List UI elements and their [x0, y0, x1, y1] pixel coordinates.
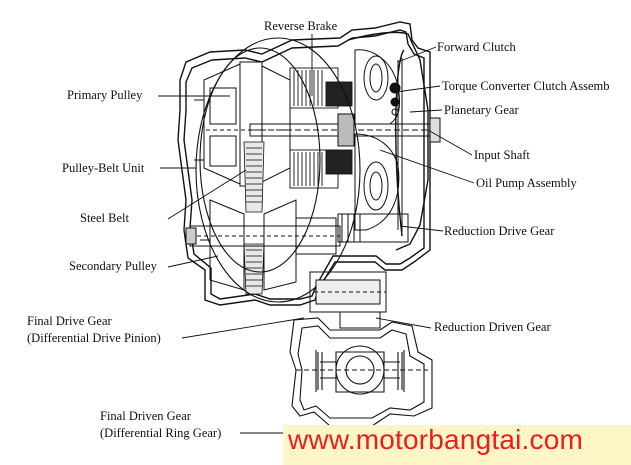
- label-final-drive-gear: Final Drive Gear: [27, 314, 112, 328]
- label-torque-converter-clutch: Torque Converter Clutch Assemb: [442, 79, 610, 93]
- label-forward-clutch: Forward Clutch: [437, 40, 516, 54]
- transmission-housing: [177, 21, 431, 306]
- leader-lines: [158, 34, 475, 434]
- watermark-background: [283, 425, 631, 465]
- label-oil-pump-assembly: Oil Pump Assembly: [476, 176, 577, 190]
- reduction-gears: [309, 213, 409, 329]
- watermark-text: www.motorbangtai.com: [288, 424, 584, 455]
- reverse-brake-pack: [289, 67, 353, 189]
- label-planetary-gear: Planetary Gear: [444, 103, 519, 117]
- steel-belt: [243, 141, 265, 295]
- label-secondary-pulley: Secondary Pulley: [69, 259, 157, 273]
- label-reverse-brake: Reverse Brake: [264, 19, 338, 33]
- label-differential-drive-pinion: (Differential Drive Pinion): [27, 331, 161, 345]
- torque-converter: [354, 49, 403, 232]
- belt-path-ellipses: [195, 37, 361, 303]
- label-reduction-drive-gear: Reduction Drive Gear: [444, 224, 555, 238]
- label-final-driven-gear: Final Driven Gear: [100, 409, 191, 423]
- label-primary-pulley: Primary Pulley: [67, 88, 143, 102]
- label-reduction-driven-gear: Reduction Driven Gear: [434, 320, 551, 334]
- label-input-shaft: Input Shaft: [474, 148, 530, 162]
- label-steel-belt: Steel Belt: [80, 211, 129, 225]
- differential-assembly: [289, 317, 433, 427]
- label-differential-ring-gear: (Differential Ring Gear): [100, 426, 222, 440]
- label-pulley-belt-unit: Pulley-Belt Unit: [62, 161, 145, 175]
